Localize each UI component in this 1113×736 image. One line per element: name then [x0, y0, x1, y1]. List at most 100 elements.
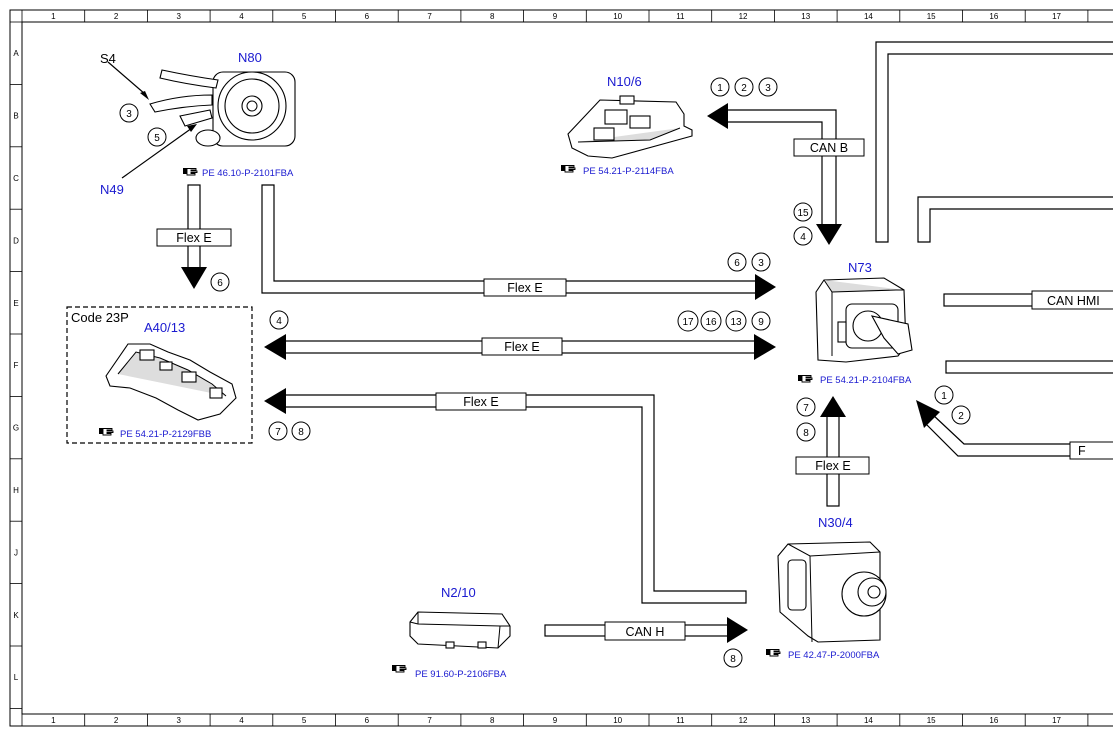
flex-e-bus-to-n73: Flex E	[261, 184, 776, 300]
canb-callout-15: 15	[797, 208, 809, 219]
ruler-row-label: E	[13, 299, 18, 308]
ruler-col-label: 15	[927, 12, 936, 21]
ruler-col-label: 16	[989, 12, 998, 21]
n2-10-label: N2/10	[441, 585, 476, 600]
ruler-row-label: A	[13, 49, 19, 58]
a40-13-label: A40/13	[144, 320, 185, 335]
flex-callout-6: 6	[217, 278, 223, 289]
flex-e-label-2: Flex E	[507, 281, 542, 295]
ruler-col-label: 7	[427, 12, 432, 21]
a40-13-module-graphic	[105, 343, 237, 421]
ruler-row-label: B	[13, 112, 18, 121]
hand-pointer-icon	[797, 374, 813, 383]
ruler-col-label: 12	[739, 12, 748, 21]
n73-callout-7: 7	[803, 403, 809, 414]
canh-callout-8: 8	[730, 654, 736, 665]
ruler-col-label: 10	[613, 12, 622, 21]
f-bus-label: F	[1078, 444, 1086, 458]
n73-callout-2: 2	[958, 411, 964, 422]
flex-e-label-5: Flex E	[815, 459, 850, 473]
ruler-col-label: 6	[365, 12, 370, 21]
can-b-label: CAN B	[810, 141, 848, 155]
ruler-col-label: 14	[864, 12, 873, 21]
n80-ref: PE 46.10-P-2101FBA	[202, 168, 294, 179]
ruler-col-label: 9	[553, 716, 558, 725]
n73-callout-1: 1	[941, 391, 947, 402]
ruler-col-label: 8	[490, 12, 495, 21]
a40-13-ref: PE 54.21-P-2129FBB	[120, 429, 211, 440]
a40-callout-7: 7	[275, 427, 281, 438]
n80-label: N80	[238, 50, 262, 65]
n80-callout-5: 5	[154, 133, 160, 144]
inner-frame	[21, 21, 1113, 715]
ruler-col-label: 1	[51, 12, 56, 21]
ruler-col-label: 13	[801, 716, 810, 725]
n73-label: N73	[848, 260, 872, 275]
ruler-col-label: 15	[927, 716, 936, 725]
code-23p-option-box	[66, 306, 253, 444]
ruler-col-label: 3	[177, 12, 182, 21]
ruler-row-label: F	[14, 361, 19, 370]
a40-callout-8: 8	[298, 427, 304, 438]
ruler-col-label: 6	[365, 716, 370, 725]
ruler-col-label: 11	[676, 716, 685, 725]
can-h-bus: CAN H	[544, 617, 748, 643]
canb-callout-4: 4	[800, 232, 806, 243]
n10-callout-2: 2	[741, 83, 747, 94]
n73-right-buses: CAN HMI	[875, 41, 1113, 374]
ruler-col-label: 17	[1052, 716, 1061, 725]
ruler-col-label: 3	[177, 716, 182, 725]
a40-13-code: Code 23P	[71, 310, 129, 325]
flex-e-bus-from-n30-4: Flex E	[264, 388, 747, 604]
ruler-col-label: 4	[239, 716, 244, 725]
n10-callout-3: 3	[765, 83, 771, 94]
flex-e-label-1: Flex E	[176, 231, 211, 245]
flex-e-bus-vertical: Flex E	[156, 184, 232, 289]
ruler-row-label: G	[13, 424, 19, 433]
ruler-row-label: H	[13, 486, 19, 495]
flex-callout-3: 3	[758, 258, 764, 269]
flex-callout-13: 13	[730, 317, 742, 328]
n30-4-esp-unit-graphic	[777, 541, 887, 643]
flex-e-bus-n30-4-to-n73: Flex E	[795, 396, 870, 507]
ruler-col-label: 13	[801, 12, 810, 21]
ruler-col-label: 10	[613, 716, 622, 725]
ruler-row-label: C	[13, 174, 19, 183]
ruler-col-label: 17	[1052, 12, 1061, 21]
ruler-row-label: J	[14, 548, 18, 557]
ruler-row-label: K	[13, 611, 19, 620]
can-b-bus: CAN B	[707, 103, 865, 245]
n2-10-module-graphic	[409, 611, 511, 649]
n80-callout-3: 3	[126, 109, 132, 120]
n10-6-label: N10/6	[607, 74, 642, 89]
ruler-col-label: 5	[302, 716, 307, 725]
ruler-col-label: 16	[989, 716, 998, 725]
ruler-row-label: L	[14, 673, 19, 682]
can-h-label: CAN H	[626, 625, 665, 639]
flex-e-label-3: Flex E	[504, 340, 539, 354]
ruler-row-label: D	[13, 236, 19, 245]
a40-callout-4: 4	[276, 316, 282, 327]
can-hmi-label: CAN HMI	[1047, 294, 1100, 308]
ruler-col-label: 7	[427, 716, 432, 725]
hand-pointer-icon	[560, 164, 576, 173]
s4-label: S4	[100, 51, 116, 66]
n73-ref: PE 54.21-P-2104FBA	[820, 375, 912, 386]
n80-steering-module-graphic	[149, 69, 296, 147]
flex-callout-17: 17	[682, 317, 694, 328]
ruler-col-label: 2	[114, 12, 119, 21]
flex-e-label-4: Flex E	[463, 395, 498, 409]
ruler-col-label: 12	[739, 716, 748, 725]
n2-10-ref: PE 91.60-P-2106FBA	[415, 669, 507, 680]
f-bus-diagonal: F	[916, 400, 1113, 460]
ruler-col-label: 1	[51, 716, 56, 725]
ruler-col-label: 11	[676, 12, 685, 21]
n30-4-ref: PE 42.47-P-2000FBA	[788, 650, 880, 661]
n73-callout-8: 8	[803, 428, 809, 439]
ruler-col-label: 8	[490, 716, 495, 725]
flex-e-bus-bidirectional: Flex E	[264, 334, 776, 360]
ruler-col-label: 9	[553, 12, 558, 21]
ruler-col-label: 2	[114, 716, 119, 725]
flex-callout-9: 9	[758, 317, 764, 328]
